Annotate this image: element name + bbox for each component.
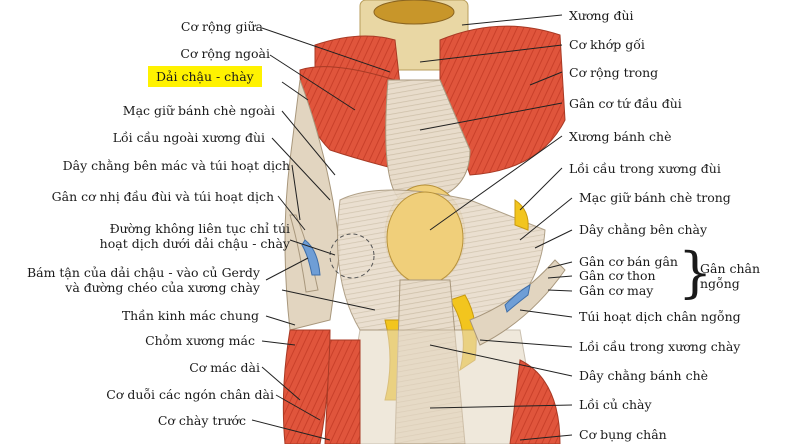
- tibialis-anterior-shape: [324, 339, 361, 445]
- label-patella: Xương bánh chè: [569, 129, 672, 144]
- peroneus-longus-shape: [282, 329, 331, 445]
- label-iliotibial-band: Dải chậu - chày: [148, 66, 262, 87]
- label-bursa-line: Đường không liên tục chỉ túi hoạt dịch d…: [99, 221, 290, 251]
- fat-pad-medial: [514, 199, 529, 231]
- bursa-blue: [504, 284, 531, 313]
- bursa-dashed-circle: [329, 233, 375, 279]
- label-extensor-digitorum-longus: Cơ duỗi các ngón chân dài: [106, 387, 274, 402]
- label-gastrocnemius: Cơ bụng chân: [579, 427, 667, 442]
- label-sartorius-tendon: Gân cơ may: [579, 283, 654, 298]
- label-quadriceps-tendon: Gân cơ tứ đầu đùi: [569, 96, 682, 111]
- label-vastus-intermedius: Cơ rộng giữa: [180, 19, 263, 34]
- femur-marrow: [373, 0, 455, 25]
- leader-lines-right: [419, 14, 573, 441]
- label-pes-anserinus-bursa: Túi hoạt dịch chân ngỗng: [579, 309, 741, 324]
- label-pes-anserinus-group: Gân chân ngỗng: [700, 261, 761, 291]
- label-lateral-femoral-condyle: Lồi cầu ngoài xương đùi: [112, 130, 265, 145]
- biceps-tendon-shape: [289, 214, 319, 293]
- label-vastus-lateralis: Cơ rộng ngoài: [180, 46, 270, 61]
- label-medial-femoral-condyle: Lồi cầu trong xương đùi: [569, 161, 721, 176]
- label-femur: Xương đùi: [569, 8, 634, 23]
- label-fibular-head: Chỏm xương mác: [145, 333, 255, 348]
- label-lateral-patellar-retinaculum: Mạc giữ bánh chè ngoài: [122, 103, 275, 118]
- iliotibial-band-shape: [284, 79, 341, 331]
- label-semitendinosus-tendon: Gân cơ bán gân: [579, 254, 678, 269]
- label-tibial-tuberosity: Lồi củ chày: [579, 397, 652, 412]
- label-vastus-medialis: Cơ rộng trong: [569, 65, 659, 80]
- label-gerdy-insertion: Bám tận của dải chậu - vào củ Gerdy và đ…: [26, 265, 260, 295]
- pes-anserinus-brace: }: [678, 241, 713, 304]
- label-fibular-collateral-ligament: Dây chằng bên mác và túi hoạt dịch: [62, 158, 290, 173]
- label-tibial-collateral-ligament: Dây chằng bên chày: [579, 222, 708, 237]
- label-articularis-genus: Cơ khớp gối: [569, 37, 645, 52]
- label-patellar-ligament: Dây chằng bánh chè: [579, 368, 709, 383]
- bursa-lateral: [301, 239, 321, 276]
- label-medial-tibial-condyle: Lồi cầu trong xương chày: [579, 339, 741, 354]
- label-gracilis-tendon: Gân cơ thon: [579, 268, 656, 283]
- leader-lines-left: [251, 27, 391, 441]
- label-medial-patellar-retinaculum: Mạc giữ bánh chè trong: [579, 190, 731, 205]
- label-biceps-femoris-tendon: Gân cơ nhị đầu đùi và túi hoạt dịch: [51, 189, 274, 204]
- label-common-peroneal-nerve: Thần kinh mác chung: [121, 308, 259, 323]
- label-peroneus-longus: Cơ mác dài: [189, 360, 260, 375]
- patella-overlay: [386, 191, 464, 285]
- label-tibialis-anterior: Cơ chày trước: [157, 413, 246, 428]
- vastus-medialis-shape: [439, 25, 566, 176]
